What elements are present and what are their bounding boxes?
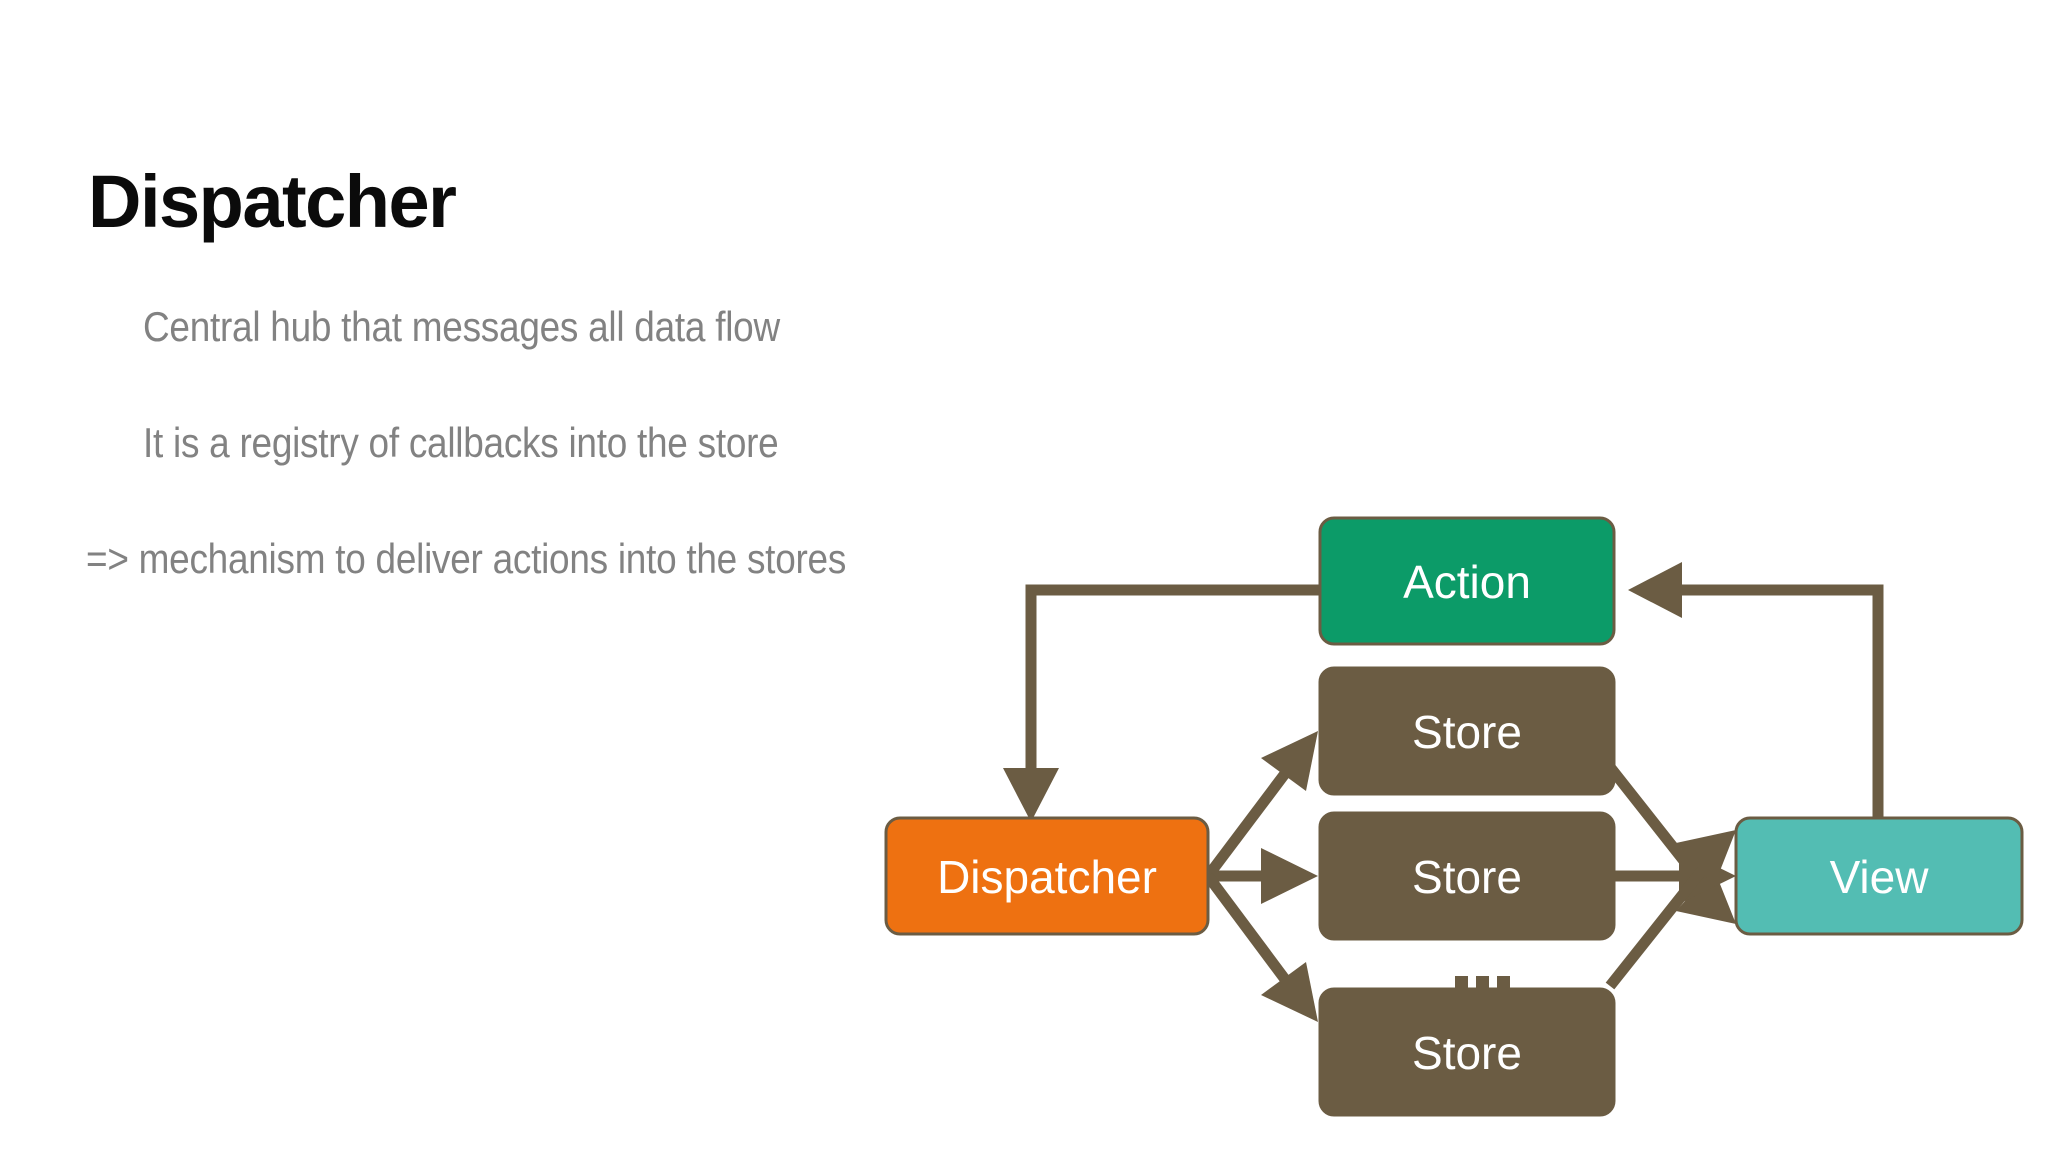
- node-dispatcher[interactable]: Dispatcher: [884, 816, 1210, 936]
- node-store-3-shape: [1318, 987, 1616, 1117]
- page-title: Dispatcher: [88, 159, 457, 243]
- node-store-3[interactable]: Store: [1318, 987, 1616, 1117]
- body-line-2: It is a registry of callbacks into the s…: [143, 419, 779, 466]
- edge-dispatcher-to-store-1: [1203, 731, 1318, 880]
- node-store-2-shape: [1318, 811, 1616, 941]
- edge-view-to-action: [1628, 562, 1884, 818]
- node-store-2[interactable]: Store: [1318, 811, 1616, 941]
- edge-dispatcher-to-store-3: [1203, 872, 1318, 1022]
- node-view[interactable]: View: [1734, 816, 2024, 936]
- node-dispatcher-label: Dispatcher: [937, 851, 1157, 903]
- node-action-shape: [1318, 516, 1616, 646]
- node-action-label: Action: [1403, 556, 1531, 608]
- node-view-label: View: [1830, 851, 1930, 903]
- node-store-1[interactable]: Store: [1318, 666, 1616, 796]
- edge-store-3-to-view: [1605, 830, 1736, 990]
- node-action[interactable]: Action: [1318, 516, 1616, 646]
- edge-store-1-to-view: [1605, 763, 1736, 924]
- node-store-3-label: Store: [1412, 1027, 1522, 1079]
- node-store-1-label: Store: [1412, 706, 1522, 758]
- body-line-3: => mechanism to deliver actions into the…: [86, 535, 847, 582]
- node-dispatcher-shape: [884, 816, 1210, 936]
- edge-store-2-to-view: [1610, 848, 1736, 904]
- body-line-1: Central hub that messages all data flow: [143, 303, 780, 350]
- node-store-1-shape: [1318, 666, 1616, 796]
- node-view-shape: [1734, 816, 2024, 936]
- edge-action-to-dispatcher: [1003, 584, 1320, 822]
- edge-dispatcher-to-store-2: [1208, 848, 1318, 904]
- node-store-2-label: Store: [1412, 851, 1522, 903]
